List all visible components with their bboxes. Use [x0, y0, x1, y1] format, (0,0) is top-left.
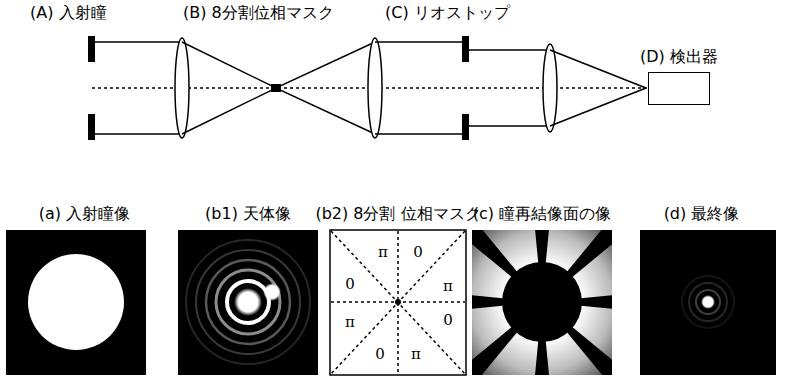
phase-value: 0	[374, 347, 386, 362]
part-name: (B) 8分割位相マスク	[183, 3, 334, 22]
panel-heading: (d) 最終像	[607, 204, 786, 224]
phase-value: 0	[344, 277, 356, 292]
panel-heading: (D) 検出器	[629, 47, 729, 67]
phase-value: π	[344, 315, 356, 330]
detector-box: (D) 検出器	[648, 72, 710, 105]
image-panel: (d) 最終像	[640, 230, 776, 375]
phase-value: 0	[412, 245, 424, 260]
panel-heading: (b2) 8分割 位相マスク	[310, 204, 486, 224]
phase-value: π	[442, 279, 454, 294]
image-panel: (c) 瞳再結像面の像	[472, 230, 612, 375]
phase-value: π	[377, 245, 389, 260]
phase-value: 0	[442, 313, 454, 328]
image-panel: (a) 入射瞳像	[6, 230, 146, 375]
part-name: (C) リオストップ	[385, 3, 510, 22]
panel-heading: (c) 瞳再結像面の像	[452, 204, 632, 224]
panel-heading: (a) 入射瞳像	[3, 204, 166, 224]
part-name: (A) 入射瞳	[30, 3, 107, 22]
image-panel: (b1) 天体像	[178, 230, 318, 375]
phase-value: π	[410, 347, 422, 362]
phase-mask-panel: (b2) 8分割 位相マスク	[330, 230, 466, 375]
panel-heading: (b1) 天体像	[158, 204, 338, 224]
